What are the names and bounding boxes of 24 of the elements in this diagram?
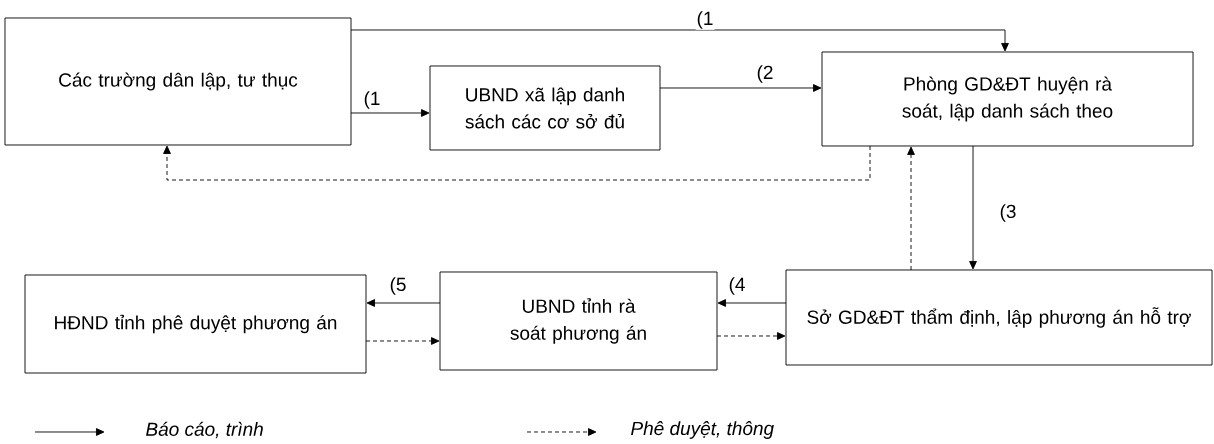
arrow (163, 145, 871, 181)
process-box: UBND tỉnh rà soát phương án (439, 271, 718, 371)
edge-label: (3 (998, 203, 1018, 223)
arrow (350, 109, 430, 117)
process-box: Sở GD&ĐT thẩm định, lập phương án hỗ trợ (785, 269, 1213, 366)
arrow (659, 84, 822, 92)
arrow (365, 337, 440, 345)
process-box: Các trường dân lập, tư thục (4, 17, 352, 146)
arrow (716, 332, 786, 340)
edge-label: (5 (388, 276, 408, 296)
process-box: UBND xã lập danh sách các cơ sở đủ (429, 65, 661, 151)
arrow (907, 146, 915, 271)
arrow (717, 299, 787, 307)
arrow (366, 299, 441, 307)
process-box: Phòng GD&ĐT huyện rà soát, lập danh sách theo (821, 51, 1194, 147)
edge-label: (1 (695, 10, 715, 30)
edge-label: (1 (362, 90, 382, 110)
edge-label: (2 (755, 64, 775, 84)
arrow (350, 29, 1009, 52)
arrow (969, 145, 977, 270)
edge-label: (4 (727, 276, 747, 296)
legend-text: Phê duyệt, thông (631, 421, 774, 439)
process-box: HĐND tỉnh phê duyệt phương án (24, 274, 367, 374)
legend-text: Báo cáo, trình (146, 421, 263, 439)
